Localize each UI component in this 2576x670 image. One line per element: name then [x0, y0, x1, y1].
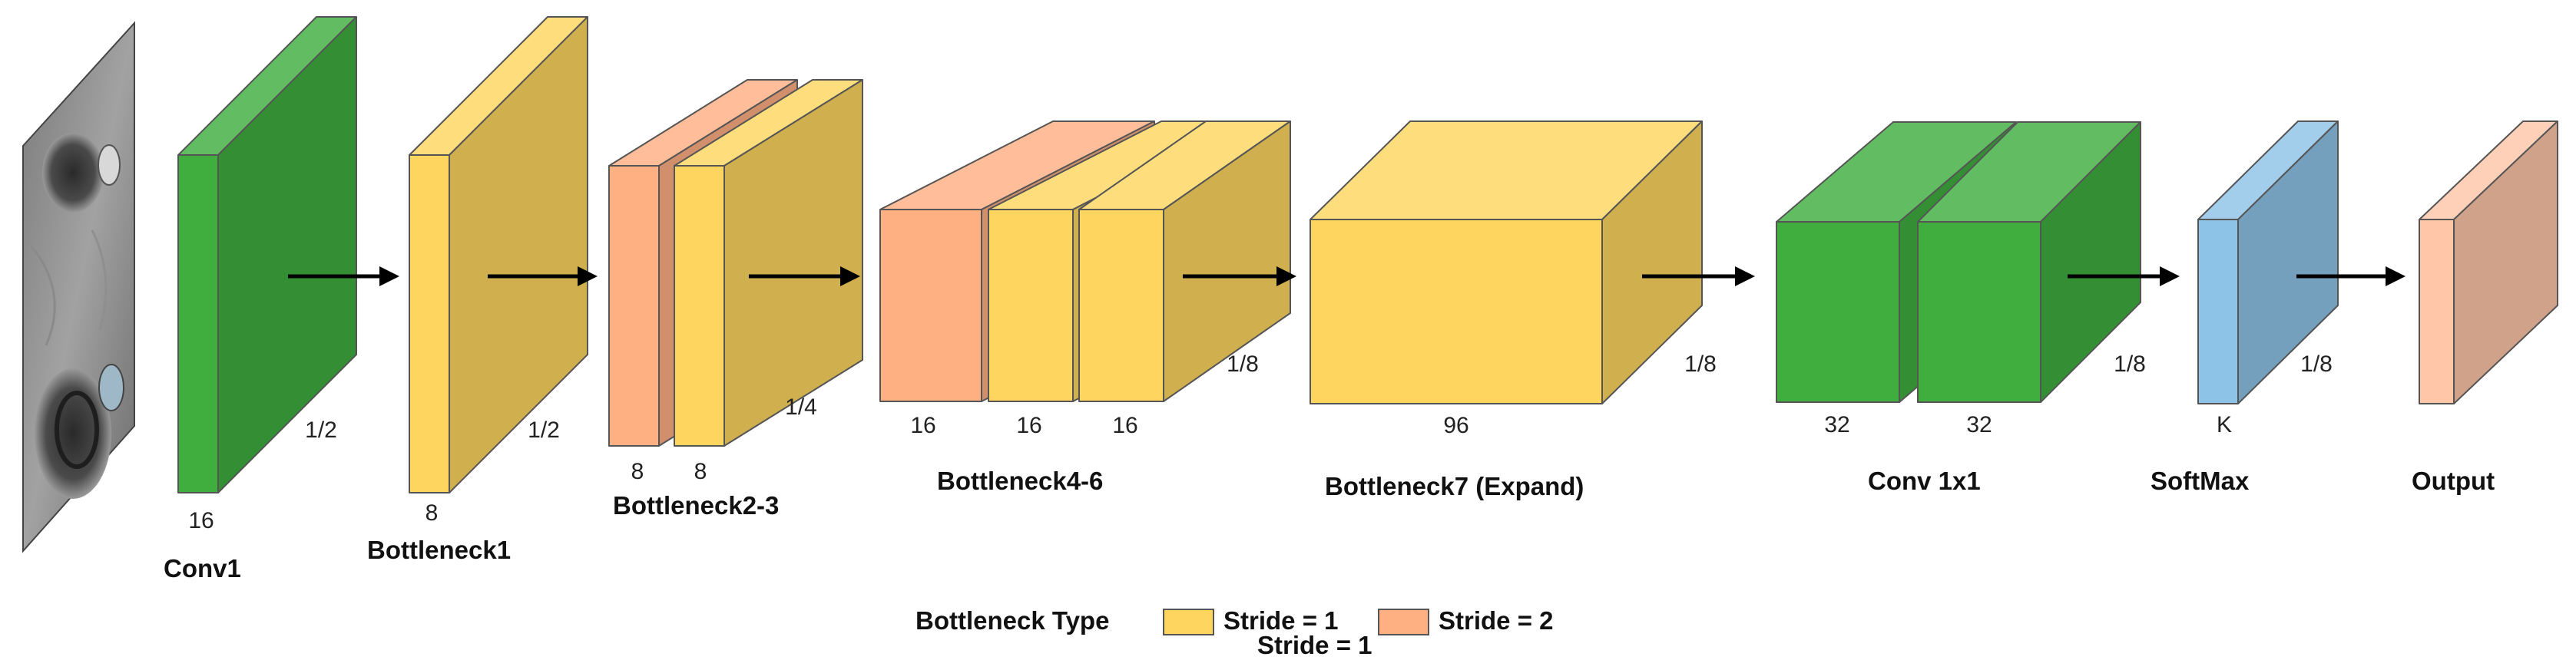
scale-label: 1/8 [2300, 352, 2333, 377]
channel-label: K [2217, 412, 2232, 437]
arrows-layer [288, 266, 2405, 286]
block-5-1 [1310, 120, 1703, 404]
blocks-layer [177, 16, 2558, 493]
legend-swatch [1378, 609, 1429, 635]
scale-label: 1/8 [2114, 352, 2146, 377]
stage-name: Conv 1x1 [1868, 467, 1981, 495]
stage-name: Bottleneck2-3 [613, 491, 779, 520]
stage-name: Conv1 [164, 554, 241, 583]
flow-arrow [288, 266, 399, 286]
block-1-1 [177, 16, 357, 493]
channel-label: 8 [425, 500, 439, 526]
block-8-1 [2419, 120, 2558, 404]
flow-arrow [2296, 266, 2405, 286]
flow-arrow [749, 266, 860, 286]
flow-arrow [2068, 266, 2180, 286]
block-6-2 [1917, 121, 2141, 403]
flow-arrow [488, 266, 598, 286]
stage-name: Bottleneck7 (Expand) [1325, 472, 1584, 500]
legend-item: Stride = 2 [1378, 606, 1553, 635]
channel-label: 32 [1966, 412, 1992, 437]
block-7-1 [2197, 120, 2339, 404]
scale-label: 1/2 [528, 418, 560, 443]
legend-swatch [1163, 609, 1214, 635]
channel-label: 16 [1112, 413, 1137, 438]
legend-item: Stride = 1 [1163, 606, 1338, 635]
channel-label: 96 [1443, 413, 1468, 438]
scale-label: 1/4 [785, 394, 817, 420]
channel-label: 16 [1016, 413, 1041, 438]
stage-name: Bottleneck4-6 [937, 467, 1103, 495]
block-4-3 [1078, 120, 1291, 402]
legend-title: Bottleneck Type [916, 606, 1109, 635]
flow-arrow [1183, 266, 1296, 286]
scale-label: 1/8 [1684, 352, 1717, 377]
channel-label: 8 [631, 459, 644, 484]
channel-label: 32 [1824, 412, 1849, 437]
legend-label: Stride = 2 [1439, 606, 1553, 635]
stage-name: Bottleneck1 [367, 536, 511, 564]
channel-label: 16 [910, 413, 935, 438]
stage-name: Output [2412, 467, 2495, 495]
scale-label: 1/2 [305, 418, 337, 443]
block-3-2 [674, 79, 863, 447]
legend-label: Stride = 1 [1223, 606, 1338, 635]
channel-label: 16 [188, 508, 214, 533]
legend-extra-label: Stride = 1 [1257, 631, 1372, 659]
stage-name: SoftMax [2151, 467, 2250, 495]
input-image [22, 21, 135, 553]
channel-label: 8 [694, 459, 707, 484]
block-2-1 [409, 16, 588, 493]
scale-label: 1/8 [1227, 352, 1259, 377]
flow-arrow [1642, 266, 1755, 286]
